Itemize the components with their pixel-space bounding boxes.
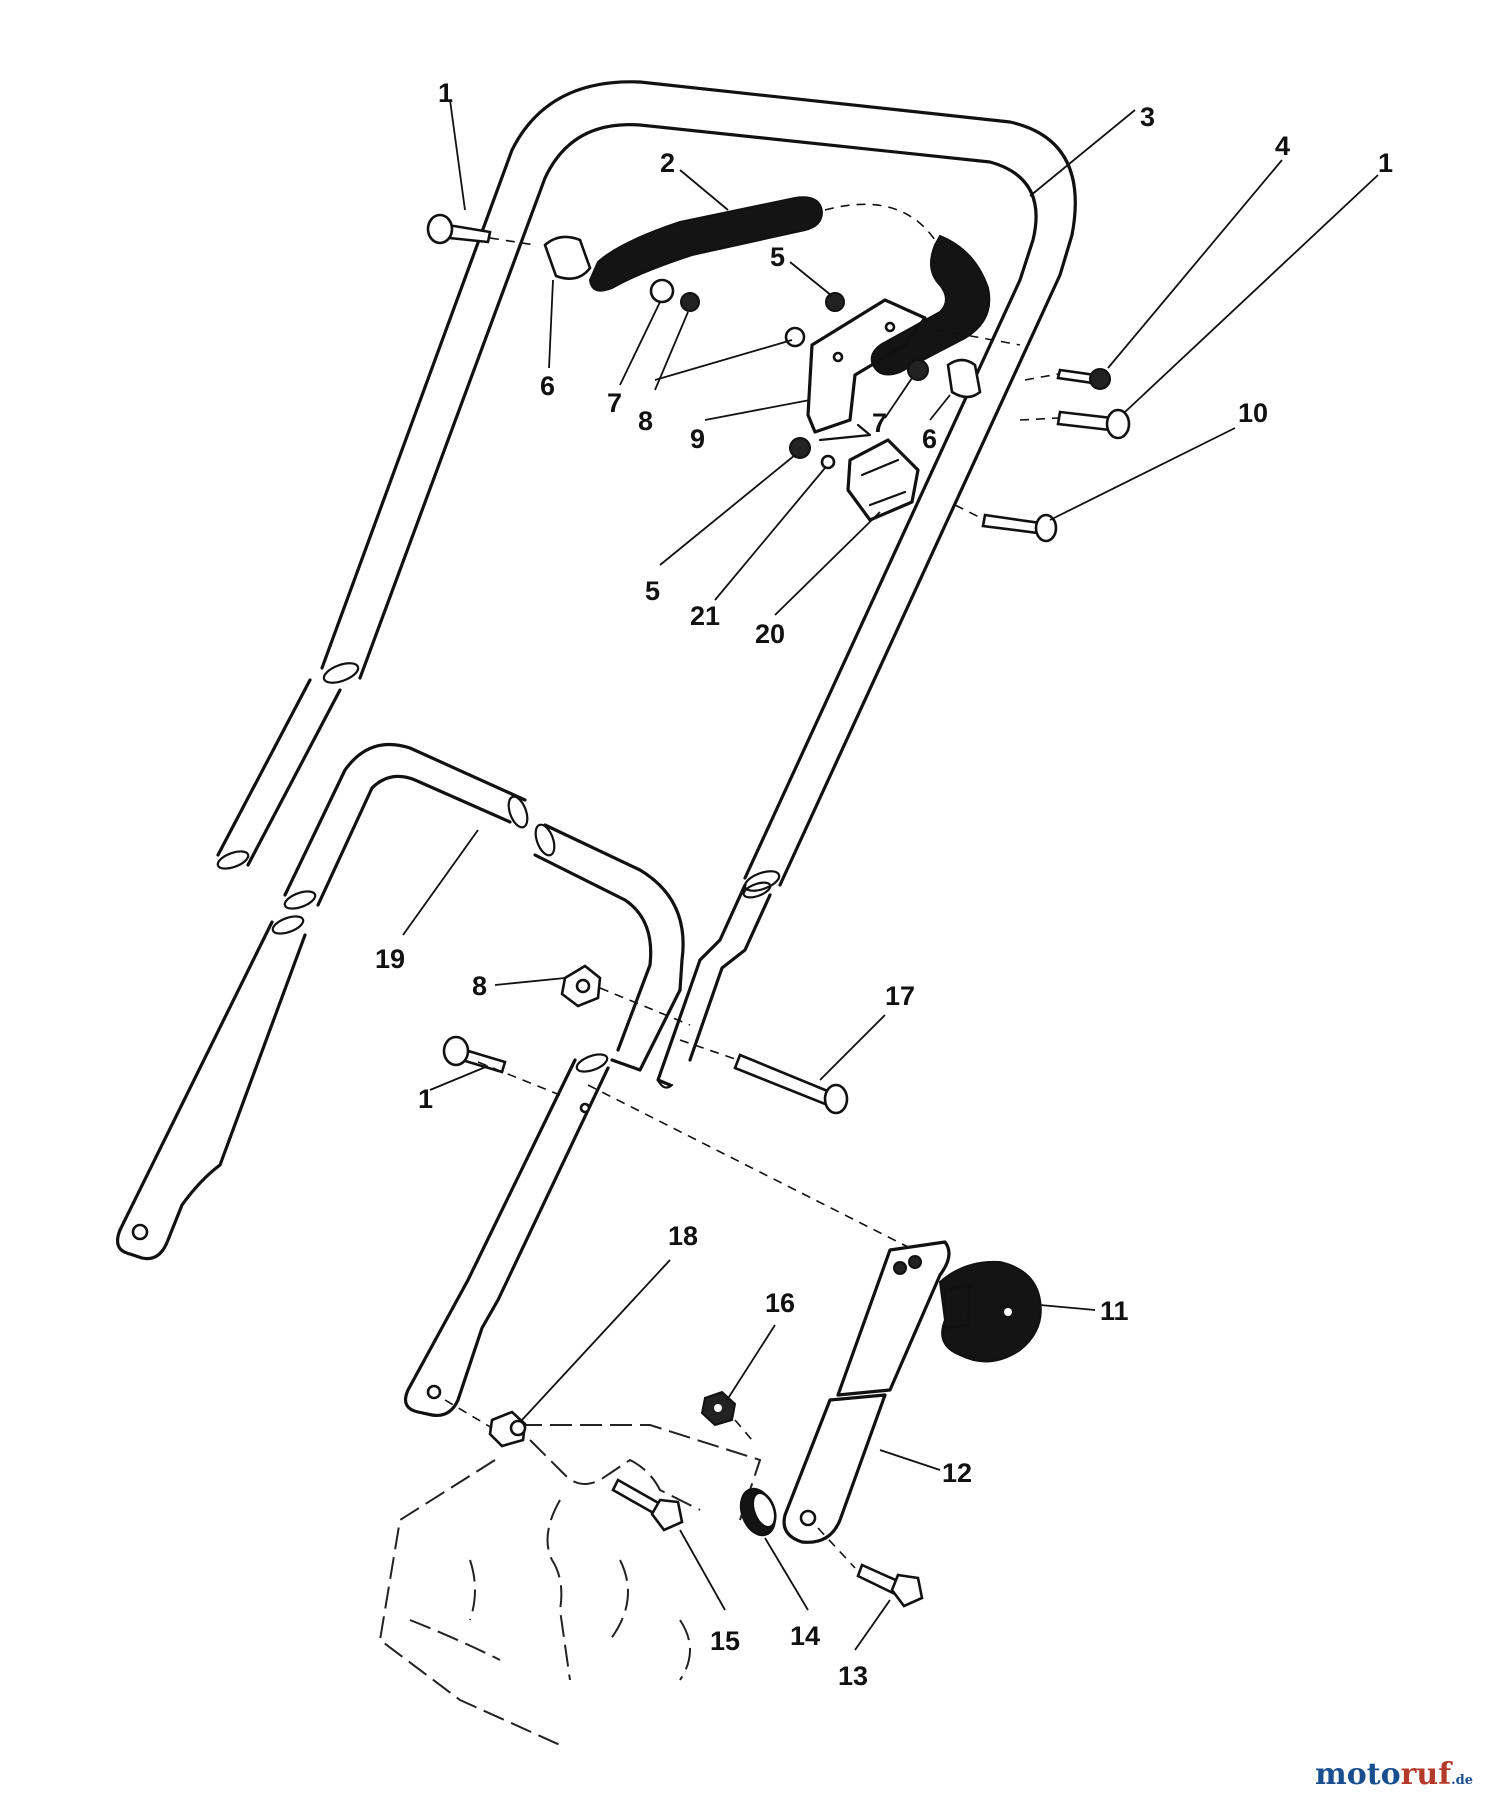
callout-5-top: 5 xyxy=(770,242,785,272)
callout-20: 20 xyxy=(755,619,785,649)
callout-6-left: 6 xyxy=(540,371,555,401)
callout-18: 18 xyxy=(668,1221,698,1251)
callout-3: 3 xyxy=(1140,102,1155,132)
handle-grip xyxy=(588,196,991,376)
hardware-bottom xyxy=(488,1390,924,1608)
watermark-suffix: .de xyxy=(1451,1773,1473,1788)
callout-13: 13 xyxy=(838,1661,868,1691)
callout-labels: 1 2 3 4 1 5 6 7 8 9 7 6 10 5 21 20 19 8 … xyxy=(375,78,1393,1691)
callout-21: 21 xyxy=(690,601,720,631)
callout-19: 19 xyxy=(375,944,405,974)
lower-center-tube xyxy=(404,1053,610,1418)
callout-1-top-right: 1 xyxy=(1378,148,1393,178)
watermark-part2: ruf xyxy=(1400,1757,1452,1792)
callout-12: 12 xyxy=(942,1458,972,1488)
mower-deck xyxy=(378,1424,762,1746)
watermark-part1: moto xyxy=(1314,1757,1401,1792)
upper-handle xyxy=(320,80,1077,892)
adjustment-knob xyxy=(938,1260,1042,1363)
callout-16: 16 xyxy=(765,1288,795,1318)
alignment-lines xyxy=(444,237,1059,1569)
callout-1-mid: 1 xyxy=(418,1084,433,1114)
callout-5-lower: 5 xyxy=(645,576,660,606)
lower-left-tube xyxy=(116,678,342,1261)
leader-lines xyxy=(402,99,1379,1651)
callout-15: 15 xyxy=(710,1626,740,1656)
callout-17: 17 xyxy=(885,981,915,1011)
callout-8-top: 8 xyxy=(638,406,653,436)
height-bracket xyxy=(782,1240,951,1544)
callout-1-top-left: 1 xyxy=(438,78,453,108)
hardware-top xyxy=(426,213,1131,543)
lower-handle xyxy=(283,742,685,1072)
callout-8-mid: 8 xyxy=(472,971,487,1001)
callout-7-left: 7 xyxy=(607,388,622,418)
lower-right-tube xyxy=(656,881,772,1089)
hardware-middle xyxy=(442,964,849,1115)
callout-14: 14 xyxy=(790,1621,820,1651)
callout-4: 4 xyxy=(1275,131,1290,161)
callout-10: 10 xyxy=(1238,398,1268,428)
callout-7-right: 7 xyxy=(872,408,887,438)
callout-6-right: 6 xyxy=(922,424,937,454)
callout-11: 11 xyxy=(1100,1296,1129,1326)
callout-2: 2 xyxy=(660,148,675,178)
control-bracket xyxy=(806,298,927,442)
watermark-logo: motoruf.de xyxy=(1315,1757,1473,1792)
callout-9: 9 xyxy=(690,424,705,454)
cable-guide xyxy=(846,438,920,522)
